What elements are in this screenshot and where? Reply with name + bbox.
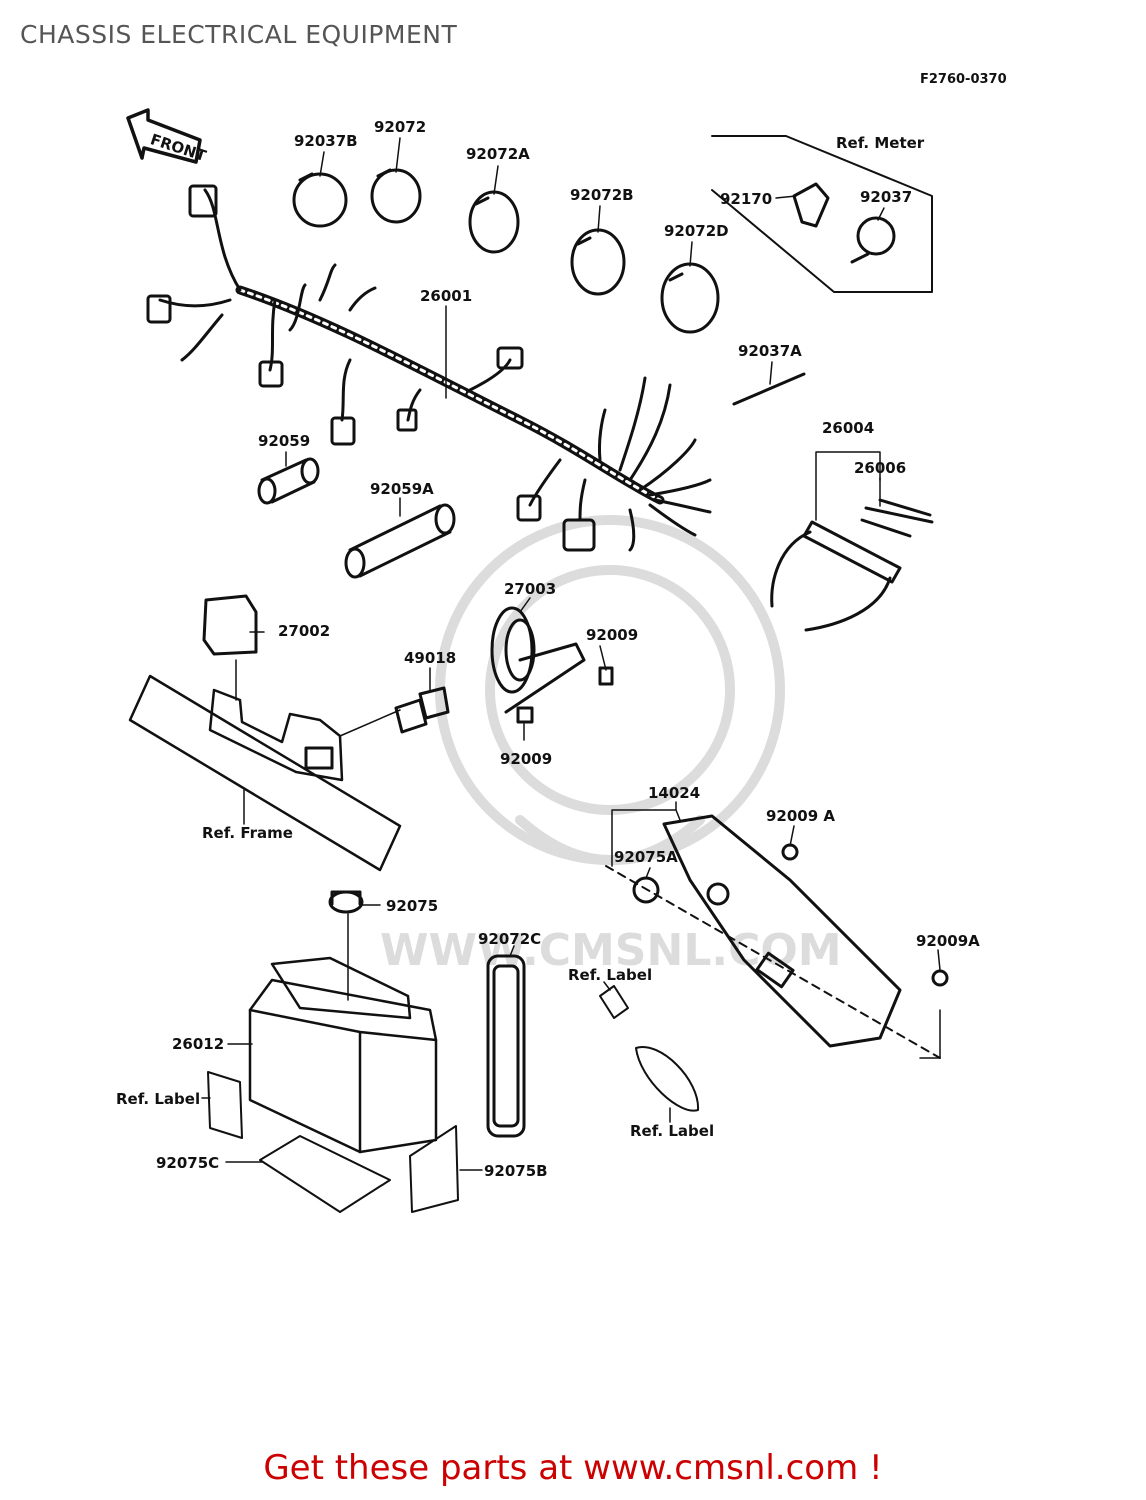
callout-26012: 26012 [172, 1035, 224, 1053]
callout-49018: 49018 [404, 649, 456, 667]
footer-link[interactable]: Get these parts at www.cmsnl.com ! [263, 1448, 883, 1488]
callout-92072c: 92072C [478, 930, 541, 948]
side-cover-14024 [605, 814, 949, 1059]
sleeve-92059 [257, 457, 320, 505]
relay-27002 [202, 594, 258, 656]
callout-27003: 27003 [504, 580, 556, 598]
figure-code: F2760-0370 [920, 72, 1007, 87]
sleeve-92059a [344, 503, 456, 579]
callout-92072b: 92072B [570, 186, 634, 204]
callout-92009a-top: 92009 A [766, 807, 835, 825]
band-92072b [570, 228, 626, 296]
tie-strap-92037a [732, 372, 806, 406]
callout-92037a: 92037A [738, 342, 802, 360]
clamp-92037 [850, 216, 896, 264]
callout-26001: 26001 [420, 287, 472, 305]
leader-lines [201, 137, 941, 1171]
frame-bracket [128, 674, 402, 872]
callout-ref-label-bottom: Ref. Label [630, 1122, 714, 1140]
callout-92059a: 92059A [370, 480, 434, 498]
callout-26004: 26004 [822, 419, 874, 437]
battery-pad-92075b [409, 1125, 459, 1213]
callout-92072a: 92072A [466, 145, 530, 163]
callout-92009a-bottom: 92009A [916, 932, 980, 950]
watermark-text: WWW.CMSNL.COM [380, 925, 842, 976]
clamp-92170 [792, 182, 830, 228]
page-title: CHASSIS ELECTRICAL EQUIPMENT [20, 20, 458, 49]
fuse-26006 [860, 498, 934, 538]
connector-49018 [394, 686, 450, 734]
rubber-cap-92075 [328, 890, 364, 914]
callout-92075c: 92075C [156, 1154, 219, 1172]
callout-92037b: 92037B [294, 132, 358, 150]
callout-ref-label-mid: Ref. Label [568, 966, 652, 984]
callout-92075b: 92075B [484, 1162, 548, 1180]
battery-band-92072c [486, 954, 526, 1138]
battery-26012 [248, 956, 438, 1154]
band-92037b [292, 172, 348, 228]
callout-92037: 92037 [860, 188, 912, 206]
callout-26006: 26006 [854, 459, 906, 477]
callout-ref-label-left: Ref. Label [116, 1090, 200, 1108]
front-arrow-icon [126, 108, 202, 164]
battery-label [207, 1071, 243, 1139]
callout-92072: 92072 [374, 118, 426, 136]
front-label: FRONT [148, 130, 209, 165]
battery-pad-92075c [259, 1135, 391, 1213]
callout-27002: 27002 [278, 622, 330, 640]
band-92072d [660, 262, 720, 334]
watermark-logo [435, 515, 785, 865]
wiring-harness-26001 [146, 184, 712, 552]
label-oval [635, 1045, 700, 1112]
callout-92075a: 92075A [614, 848, 678, 866]
ref-meter-box [711, 135, 933, 293]
callout-14024: 14024 [648, 784, 700, 802]
callout-92009-top: 92009 [586, 626, 638, 644]
callout-ref-meter: Ref. Meter [836, 134, 925, 152]
label-diamond [599, 985, 629, 1019]
callout-ref-frame: Ref. Frame [202, 824, 293, 842]
callout-92009-bottom: 92009 [500, 750, 552, 768]
callout-92170: 92170 [720, 190, 772, 208]
callout-92072d: 92072D [664, 222, 729, 240]
callout-92059: 92059 [258, 432, 310, 450]
callout-92075: 92075 [386, 897, 438, 915]
band-92072 [370, 168, 422, 224]
fuse-holder-26004 [770, 520, 902, 632]
band-92072a [468, 190, 520, 254]
